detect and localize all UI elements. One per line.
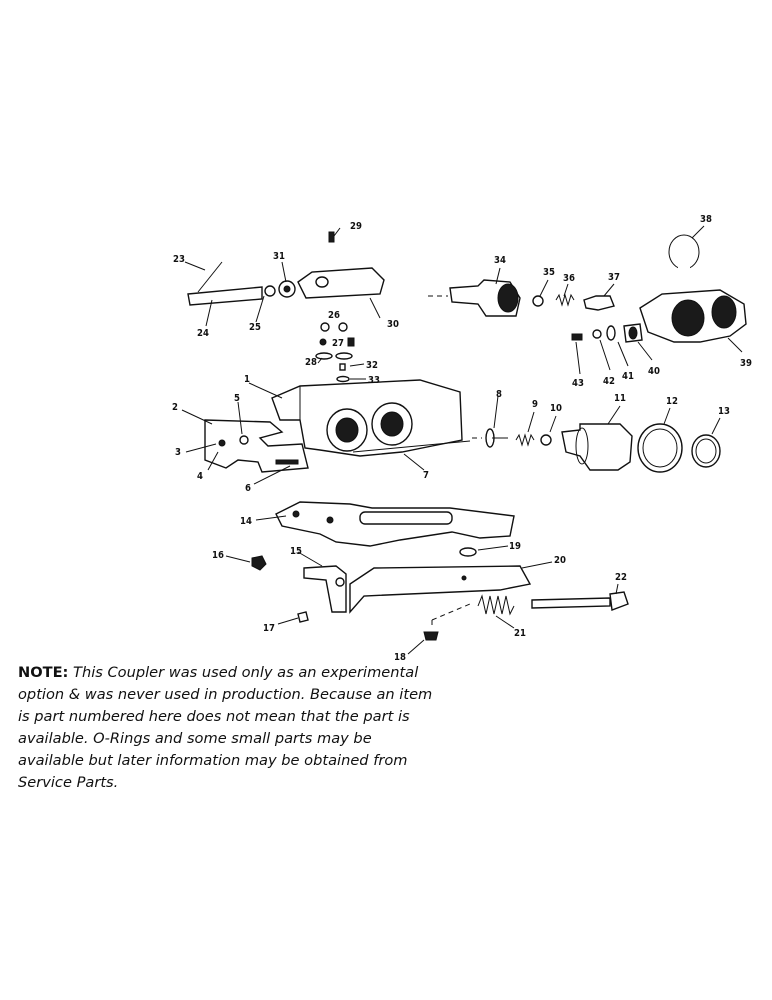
callout-16: 16 [212,550,224,561]
ball [532,295,544,307]
callout-11: 11 [614,393,626,404]
coupler-housing [639,289,747,343]
large-oring [637,423,683,473]
callout-20: 20 [554,555,566,566]
sleeve [561,423,633,471]
nipple-fitting [449,279,521,317]
callout-32: 32 [366,360,378,371]
mount-bracket [303,565,347,613]
callout-35: 35 [543,267,555,278]
long-bolt [531,591,629,611]
callout-17: 17 [263,623,275,634]
callout-26: 26 [328,310,340,321]
callout-42: 42 [603,376,615,387]
callout-41: 41 [622,371,634,382]
callout-36: 36 [563,273,575,284]
callout-19: 19 [509,541,521,552]
spring-large [477,594,515,616]
leader-lines [181,225,743,655]
callout-10: 10 [550,403,562,414]
callout-13: 13 [718,406,730,417]
callout-29: 29 [350,221,362,232]
callout-5: 5 [234,393,240,404]
nut-17 [297,611,309,623]
spring-check [515,433,535,447]
callout-2: 2 [172,402,178,413]
callout-39: 39 [740,358,752,369]
ball-check [540,434,552,446]
callout-28: 28 [305,357,317,368]
callout-24: 24 [197,328,209,339]
callout-18: 18 [394,652,406,663]
callout-37: 37 [608,272,620,283]
callout-38: 38 [700,214,712,225]
note-paragraph: NOTE: This Coupler was used only as an e… [18,662,442,794]
callout-3: 3 [175,447,181,458]
callout-25: 25 [249,322,261,333]
handle-bracket [297,231,385,299]
callout-22: 22 [615,572,627,583]
callout-4: 4 [197,471,203,482]
screw-18 [423,631,439,641]
side-plate [204,419,309,473]
callout-33: 33 [368,375,380,386]
valve-poppet [583,295,615,311]
callout-12: 12 [666,396,678,407]
callout-21: 21 [514,628,526,639]
note-text: This Coupler was used only as an experim… [18,664,433,791]
nut-16 [251,555,267,571]
callout-30: 30 [387,319,399,330]
orings-small [315,322,355,383]
callout-15: 15 [290,546,302,557]
callout-7: 7 [423,470,429,481]
note-label: NOTE: [18,664,69,681]
check-valve [485,428,508,448]
small-rings-right [571,323,643,343]
callout-31: 31 [273,251,285,262]
callout-14: 14 [240,516,252,527]
spring-small [555,293,575,307]
snap-ring [668,234,700,272]
coupler-body [271,379,471,457]
callout-6: 6 [245,483,251,494]
callout-23: 23 [173,254,185,265]
callout-34: 34 [494,255,506,266]
gasket-plate [275,501,515,547]
callout-8: 8 [496,389,502,400]
callout-labels: 1 2 3 4 5 6 7 8 9 10 11 12 13 14 15 16 1… [172,214,752,663]
callout-27: 27 [332,338,344,349]
callout-1: 1 [244,374,250,385]
base-plate [349,547,532,614]
callout-40: 40 [648,366,660,377]
callout-9: 9 [532,399,538,410]
callout-43: 43 [572,378,584,389]
pin-assembly [187,261,296,306]
